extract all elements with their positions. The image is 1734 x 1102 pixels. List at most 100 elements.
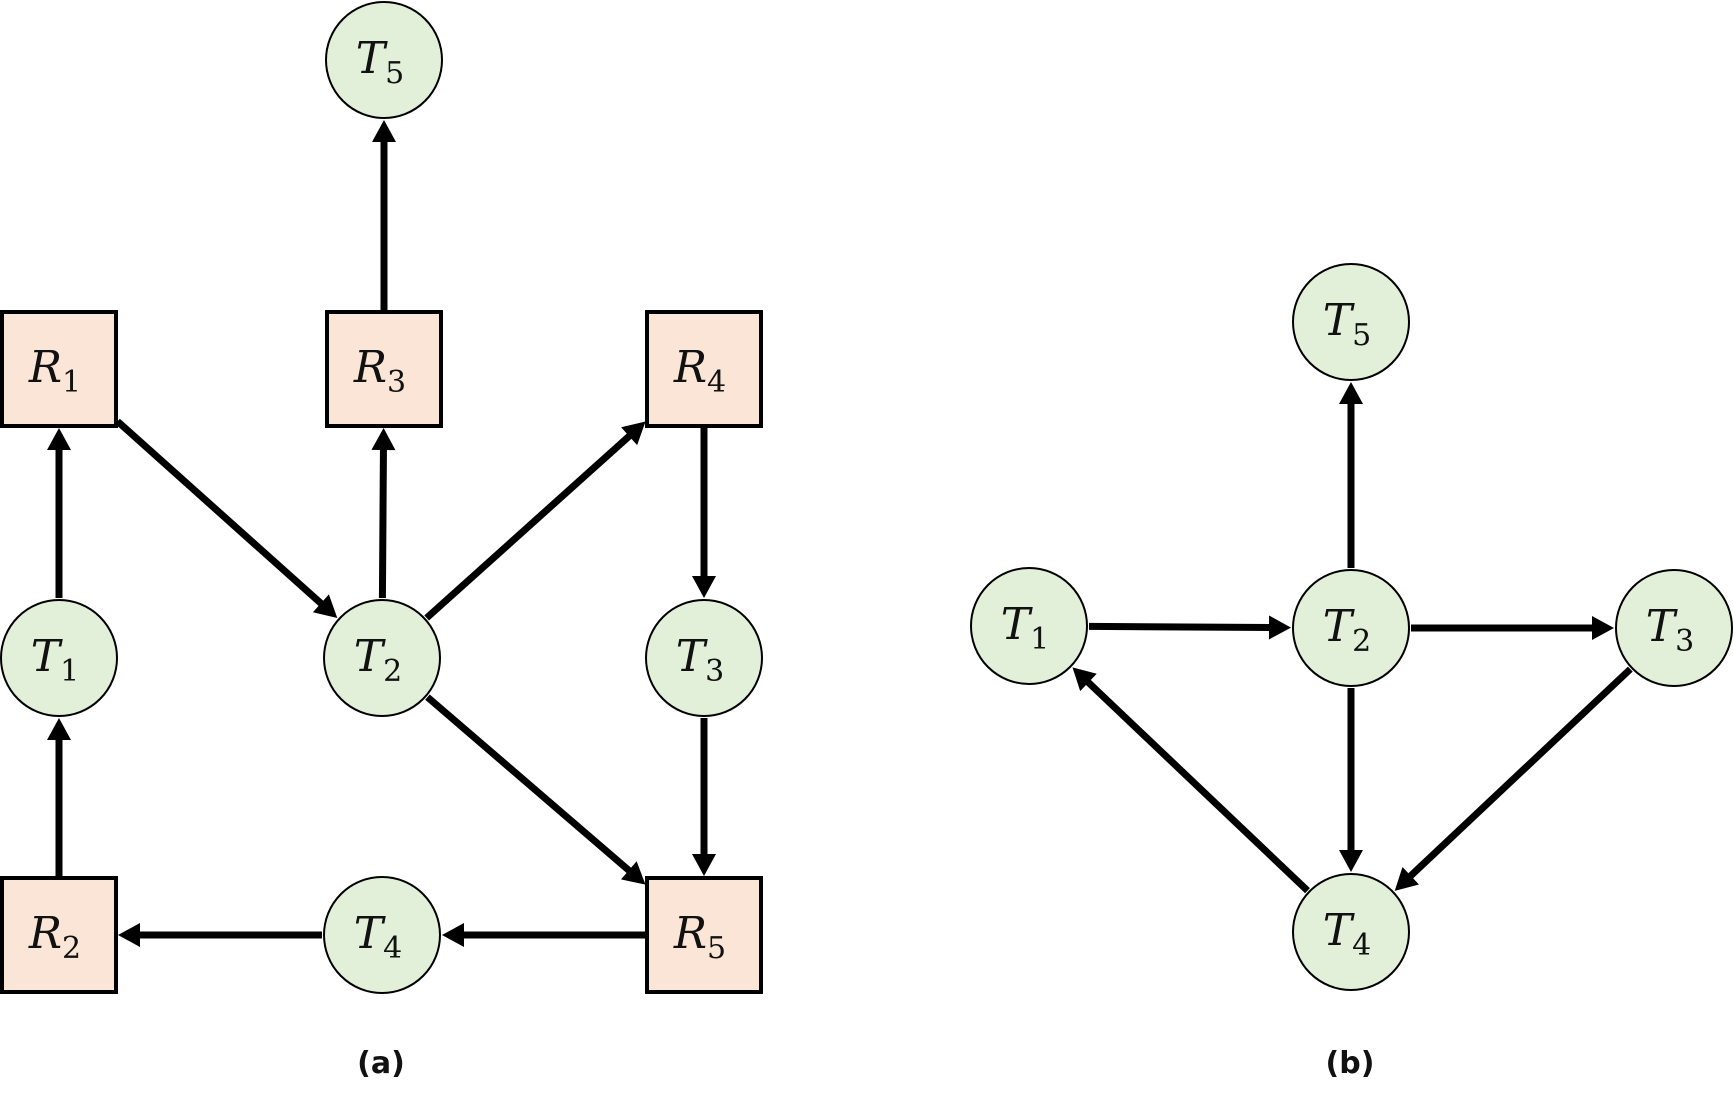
node-letter: T (1646, 601, 1679, 652)
node-subscript: 1 (62, 365, 81, 400)
arrowhead-icon (621, 421, 646, 446)
arrowhead-icon (118, 923, 140, 947)
task-circle (0, 599, 118, 717)
node-label: T5 (356, 33, 404, 91)
node-letter: T (1323, 295, 1356, 346)
node-letter: R (673, 342, 707, 393)
node-label: R5 (673, 908, 726, 966)
edge-line (1084, 678, 1310, 894)
edge-a-T1-to-R1 (47, 428, 71, 598)
edge-a-R2-to-T1 (47, 718, 71, 876)
node-letter: R (28, 908, 62, 959)
task-circle (1615, 569, 1733, 687)
node-label: T4 (354, 908, 402, 966)
edge-a-T2-to-R4 (424, 421, 646, 621)
arrowhead-icon (312, 594, 338, 618)
edge-line (425, 694, 633, 875)
node-subscript: 3 (705, 654, 724, 689)
node-label: R4 (673, 342, 726, 400)
resource-box (645, 310, 763, 428)
node-a-R5: R5 (645, 876, 763, 994)
node-a-R3: R3 (325, 310, 443, 428)
node-subscript: 3 (387, 365, 406, 400)
node-a-T2: T2 (323, 599, 441, 717)
node-a-T3: T3 (645, 599, 763, 717)
node-b-T5: T5 (1292, 263, 1410, 381)
node-label: T1 (31, 631, 79, 689)
node-label: T3 (1646, 601, 1694, 659)
task-circle (970, 567, 1088, 685)
node-a-R4: R4 (645, 310, 763, 428)
edge-b-T2-to-T5 (1339, 382, 1363, 568)
node-label: T4 (1323, 905, 1371, 963)
node-letter: T (676, 631, 709, 682)
node-label: R1 (28, 342, 81, 400)
node-letter: T (1001, 599, 1034, 650)
node-subscript: 2 (1352, 624, 1371, 659)
task-circle (323, 599, 441, 717)
node-label: T5 (1323, 295, 1371, 353)
node-subscript: 5 (707, 931, 726, 966)
arrowhead-icon (1339, 382, 1363, 404)
task-circle (645, 599, 763, 717)
arrowhead-icon (47, 718, 71, 740)
edge-b-T4-to-T1 (1072, 667, 1310, 894)
node-label: R2 (28, 908, 81, 966)
arrowhead-icon (692, 576, 716, 598)
node-subscript: 5 (1352, 318, 1371, 353)
node-b-T1: T1 (970, 567, 1088, 685)
edge-b-T2-to-T3 (1411, 616, 1614, 640)
node-subscript: 2 (383, 654, 402, 689)
task-circle (1292, 263, 1410, 381)
edge-a-T4-to-R2 (118, 923, 322, 947)
arrowhead-icon (1072, 667, 1097, 692)
node-letter: T (354, 908, 387, 959)
arrowhead-icon (1268, 615, 1292, 640)
node-letter: R (28, 342, 62, 393)
edges-layer (47, 120, 1633, 947)
node-b-T2: T2 (1292, 569, 1410, 687)
node-subscript: 3 (1675, 624, 1694, 659)
edge-a-R4-to-T3 (692, 428, 716, 598)
edge-a-R1-to-T2 (115, 418, 338, 618)
resource-box (0, 876, 118, 994)
node-a-T5: T5 (325, 1, 443, 119)
node-letter: T (354, 631, 387, 682)
edge-line (1406, 666, 1633, 880)
arrowhead-icon (47, 428, 71, 450)
arrowhead-icon (371, 427, 396, 451)
node-label: T1 (1001, 599, 1049, 657)
edge-line (424, 432, 633, 621)
node-a-T1: T1 (0, 599, 118, 717)
node-label: R3 (353, 342, 406, 400)
node-label: T2 (1323, 601, 1371, 659)
node-subscript: 1 (1030, 622, 1049, 657)
edge-a-T3-to-R5 (692, 718, 716, 876)
arrowhead-icon (442, 923, 464, 947)
task-circle (323, 876, 441, 994)
edge-a-T2-to-R5 (425, 694, 646, 885)
node-subscript: 2 (62, 931, 81, 966)
node-letter: R (673, 908, 707, 959)
edge-b-T1-to-T2 (1088, 615, 1292, 640)
task-circle (1292, 873, 1410, 991)
arrowhead-icon (1592, 616, 1614, 640)
node-subscript: 4 (1352, 928, 1371, 963)
node-a-R1: R1 (0, 310, 118, 428)
node-letter: T (1323, 601, 1356, 652)
node-b-T4: T4 (1292, 873, 1410, 991)
edge-line (1088, 622, 1272, 632)
task-circle (1292, 569, 1410, 687)
edge-b-T2-to-T4 (1339, 688, 1363, 872)
node-letter: T (1323, 905, 1356, 956)
resource-box (325, 310, 443, 428)
node-label: T3 (676, 631, 724, 689)
node-subscript: 5 (385, 56, 404, 91)
edge-line (378, 447, 387, 599)
arrowhead-icon (1339, 850, 1363, 872)
node-a-R2: R2 (0, 876, 118, 994)
node-b-T3: T3 (1615, 569, 1733, 687)
node-subscript: 4 (383, 931, 402, 966)
